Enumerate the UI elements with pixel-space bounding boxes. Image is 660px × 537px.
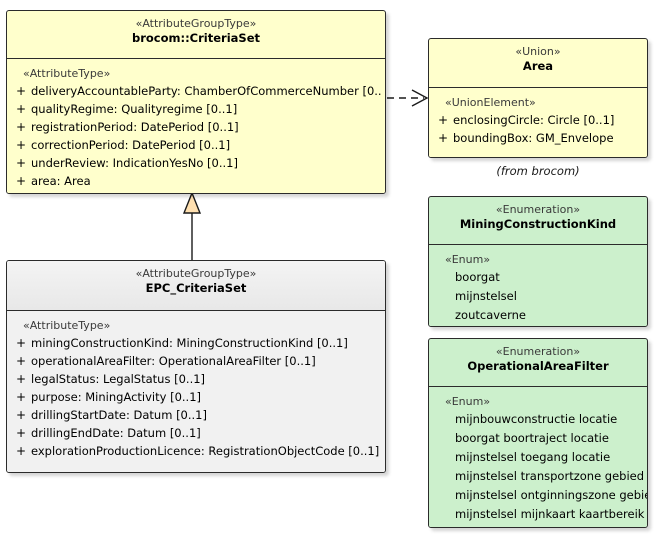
enum-miningconstructionkind-stereotype: «Enumeration» — [495, 203, 581, 216]
generalization-arrowhead-icon — [182, 191, 202, 214]
visibility-marker: + — [15, 444, 27, 458]
attribute-row[interactable]: + enclosingCircle: Circle [0..1] — [433, 111, 643, 129]
visibility-marker: + — [437, 113, 449, 127]
dependency-arrowhead-icon — [411, 89, 429, 107]
enum-miningconstructionkind-header: «Enumeration» MiningConstructionKind — [429, 197, 647, 245]
visibility-marker: + — [15, 408, 27, 422]
enum-miningconstructionkind[interactable]: «Enumeration» MiningConstructionKind «En… — [428, 196, 648, 327]
attribute-label: drillingEndDate: Datum [0..1] — [31, 426, 201, 440]
class-brocom-criteriaset-attributes: «AttributeType» + deliveryAccountablePar… — [7, 59, 385, 193]
attribute-label: legalStatus: LegalStatus [0..1] — [31, 372, 206, 386]
class-brocom-criteriaset-name: brocom::CriteriaSet — [131, 31, 260, 45]
visibility-marker: + — [15, 390, 27, 404]
attribute-row[interactable]: + deliveryAccountableParty: ChamberOfCom… — [11, 82, 381, 100]
attribute-compartment-stereotype: «AttributeType» — [23, 67, 111, 80]
attribute-label: correctionPeriod: DatePeriod [0..1] — [31, 138, 231, 152]
visibility-marker: + — [15, 426, 27, 440]
enum-literal-row[interactable]: mijnstelsel — [455, 289, 517, 303]
class-area-union-stereotype: «Union» — [515, 45, 561, 58]
attribute-label: enclosingCircle: Circle [0..1] — [453, 113, 615, 127]
enum-miningconstructionkind-literals: «Enum» boorgat mijnstelsel zoutcaverne — [429, 245, 647, 326]
enum-operationalareafilter-stereotype: «Enumeration» — [495, 345, 581, 358]
visibility-marker: + — [15, 354, 27, 368]
class-epc-criteriaset-attributes: «AttributeType» + miningConstructionKind… — [7, 311, 385, 472]
class-brocom-criteriaset-header: «AttributeGroupType» brocom::CriteriaSet — [7, 11, 385, 59]
attribute-row[interactable]: + purpose: MiningActivity [0..1] — [11, 388, 381, 406]
class-area-union-attributes: «UnionElement» + enclosingCircle: Circle… — [429, 88, 647, 157]
class-epc-criteriaset[interactable]: «AttributeGroupType» EPC_CriteriaSet «At… — [6, 260, 386, 473]
visibility-marker: + — [15, 372, 27, 386]
attribute-label: boundingBox: GM_Envelope — [453, 131, 614, 145]
enum-literal-row[interactable]: mijnstelsel toegang locatie — [455, 450, 611, 464]
attribute-label: registrationPeriod: DatePeriod [0..1] — [31, 120, 239, 134]
attribute-label: miningConstructionKind: MiningConstructi… — [31, 336, 348, 350]
enum-literal-row[interactable]: boorgat — [455, 270, 500, 284]
enum-operationalareafilter-literals: «Enum» mijnbouwconstructie locatie boorg… — [429, 387, 647, 527]
visibility-marker: + — [437, 131, 449, 145]
visibility-marker: + — [15, 120, 27, 134]
attribute-label: purpose: MiningActivity [0..1] — [31, 390, 202, 404]
attribute-row[interactable]: + qualityRegime: Qualityregime [0..1] — [11, 100, 381, 118]
enum-compartment-stereotype: «Enum» — [445, 253, 491, 266]
visibility-marker: + — [15, 138, 27, 152]
enum-literal-row[interactable]: mijnstelsel ontginningszone gebied — [455, 488, 648, 502]
area-union-caption: (from brocom) — [496, 164, 580, 178]
class-area-union-name: Area — [522, 59, 554, 73]
attribute-row[interactable]: + area: Area — [11, 172, 381, 190]
class-area-union[interactable]: «Union» Area «UnionElement» + enclosingC… — [428, 38, 648, 158]
attribute-label: explorationProductionLicence: Registrati… — [31, 444, 380, 458]
attribute-label: underReview: IndicationYesNo [0..1] — [31, 156, 238, 170]
visibility-marker: + — [15, 156, 27, 170]
enum-literal-row[interactable]: mijnstelsel transportzone gebied — [455, 469, 645, 483]
attribute-label: drillingStartDate: Datum [0..1] — [31, 408, 207, 422]
attribute-row[interactable]: + boundingBox: GM_Envelope — [433, 129, 643, 147]
attribute-row[interactable]: + registrationPeriod: DatePeriod [0..1] — [11, 118, 381, 136]
attribute-row[interactable]: + underReview: IndicationYesNo [0..1] — [11, 154, 381, 172]
attribute-row[interactable]: + drillingStartDate: Datum [0..1] — [11, 406, 381, 424]
visibility-marker: + — [15, 336, 27, 350]
attribute-row[interactable]: + operationalAreaFilter: OperationalArea… — [11, 352, 381, 370]
attribute-label: area: Area — [31, 174, 91, 188]
visibility-marker: + — [15, 84, 27, 98]
class-area-union-header: «Union» Area — [429, 39, 647, 88]
visibility-marker: + — [15, 174, 27, 188]
enum-operationalareafilter-header: «Enumeration» OperationalAreaFilter — [429, 339, 647, 387]
enum-literal-row[interactable]: mijnbouwconstructie locatie — [455, 412, 618, 426]
attribute-label: qualityRegime: Qualityregime [0..1] — [31, 102, 238, 116]
attribute-compartment-stereotype: «AttributeType» — [23, 319, 111, 332]
class-epc-criteriaset-stereotype: «AttributeGroupType» — [135, 267, 257, 280]
attribute-row[interactable]: + miningConstructionKind: MiningConstruc… — [11, 334, 381, 352]
attribute-row[interactable]: + legalStatus: LegalStatus [0..1] — [11, 370, 381, 388]
enum-compartment-stereotype: «Enum» — [445, 395, 491, 408]
visibility-marker: + — [15, 102, 27, 116]
dependency-connector — [387, 89, 429, 107]
enum-literal-row[interactable]: zoutcaverne — [455, 308, 527, 322]
generalization-connector — [182, 191, 202, 260]
class-epc-criteriaset-name: EPC_CriteriaSet — [145, 281, 247, 295]
class-brocom-criteriaset-stereotype: «AttributeGroupType» — [135, 17, 257, 30]
class-epc-criteriaset-header: «AttributeGroupType» EPC_CriteriaSet — [7, 261, 385, 311]
attribute-row[interactable]: + drillingEndDate: Datum [0..1] — [11, 424, 381, 442]
attribute-row[interactable]: + correctionPeriod: DatePeriod [0..1] — [11, 136, 381, 154]
attribute-label: operationalAreaFilter: OperationalAreaFi… — [31, 354, 316, 368]
attribute-row[interactable]: + explorationProductionLicence: Registra… — [11, 442, 381, 460]
attribute-label: deliveryAccountableParty: ChamberOfComme… — [31, 84, 381, 98]
enum-literal-row[interactable]: mijnstelsel mijnkaart kaartbereik — [455, 507, 645, 521]
unionelement-compartment-stereotype: «UnionElement» — [445, 96, 536, 109]
enum-operationalareafilter-name: OperationalAreaFilter — [467, 359, 609, 373]
enum-literal-row[interactable]: boorgat boortraject locatie — [455, 431, 609, 445]
class-brocom-criteriaset[interactable]: «AttributeGroupType» brocom::CriteriaSet… — [6, 10, 386, 194]
enum-miningconstructionkind-name: MiningConstructionKind — [459, 217, 617, 231]
enum-operationalareafilter[interactable]: «Enumeration» OperationalAreaFilter «Enu… — [428, 338, 648, 528]
